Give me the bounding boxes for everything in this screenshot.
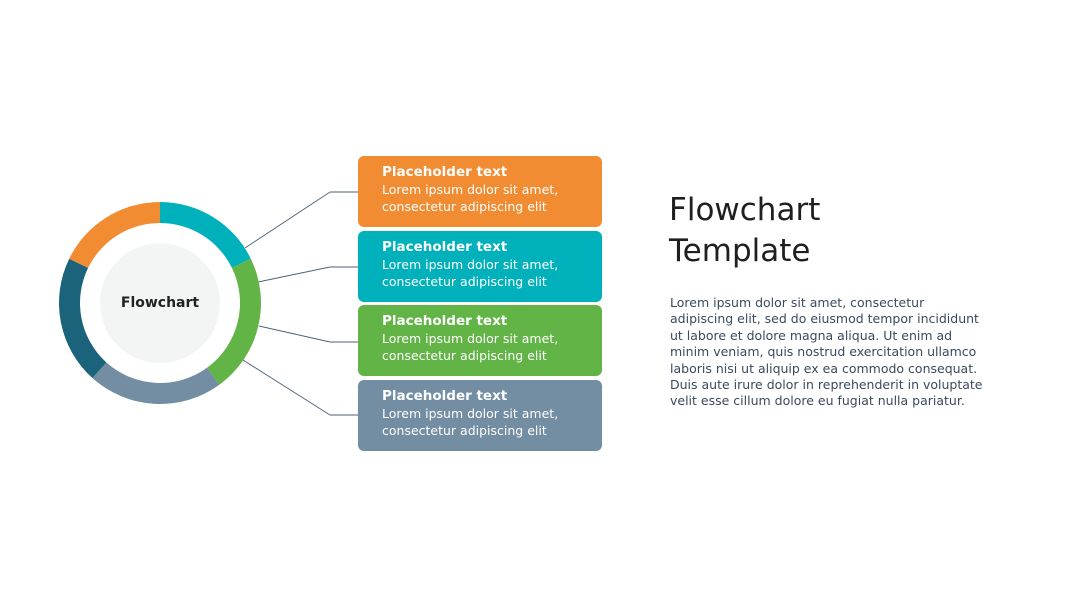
flowchart-ring [58,202,261,404]
flow-card-1[interactable]: Placeholder text Lorem ipsum dolor sit a… [358,156,602,227]
slide-title-line-2: Template [669,233,811,269]
ring-segments [58,202,261,404]
card-text-line-1: Lorem ipsum dolor sit amet, [382,406,559,422]
card-text-line-1: Lorem ipsum dolor sit amet, [382,256,559,272]
card-text-line-2: consectetur adipiscing elit [382,273,547,289]
description-line-5: laboris nisi ut aliquip ex ea commodo co… [670,360,978,376]
slide-title: Flowchart Template [669,190,820,272]
ring-center-label: Flowchart [120,295,200,311]
slide-description: Lorem ipsum dolor sit amet, consectetur … [670,295,1000,410]
ring-segment-4 [58,258,107,379]
card-title: Placeholder text [382,388,508,405]
card-text-line-2: consectetur adipiscing elit [382,423,547,439]
card-list: Placeholder text Lorem ipsum dolor sit a… [358,156,602,455]
description-line-3: ut labore et dolore magna aliqua. Ut eni… [670,327,953,343]
description-line-4: minim veniam, quis nostrud exercitation … [670,344,977,360]
card-text-line-1: Lorem ipsum dolor sit amet, [382,182,559,197]
ring-segment-5 [69,202,160,268]
card-title: Placeholder text [382,313,508,330]
description-line-2: adipiscing elit, sed do eiusmod tempor i… [670,311,979,327]
ring-segment-3 [92,362,220,404]
description-line-1: Lorem ipsum dolor sit amet, consectetur [670,295,925,310]
flow-card-2[interactable]: Placeholder text Lorem ipsum dolor sit a… [358,230,602,302]
ring-center-circle [100,243,220,363]
ring-segment-2 [207,258,261,385]
slide-title-line-1: Flowchart [669,192,821,228]
card-text-line-2: consectetur adipiscing elit [382,199,547,214]
ring-segment-1 [160,202,251,268]
card-title: Placeholder text [382,238,508,255]
card-text-line-1: Lorem ipsum dolor sit amet, [382,331,559,347]
card-title: Placeholder text [382,164,508,180]
card-text-line-2: consectetur adipiscing elit [382,348,547,364]
description-line-7: velit esse cillum dolore eu fugiat nulla… [670,393,965,409]
description-line-6: Duis aute irure dolor in reprehenderit i… [670,377,983,393]
flow-card-3[interactable]: Placeholder text Lorem ipsum dolor sit a… [358,305,602,377]
flow-card-4[interactable]: Placeholder text Lorem ipsum dolor sit a… [358,380,602,452]
